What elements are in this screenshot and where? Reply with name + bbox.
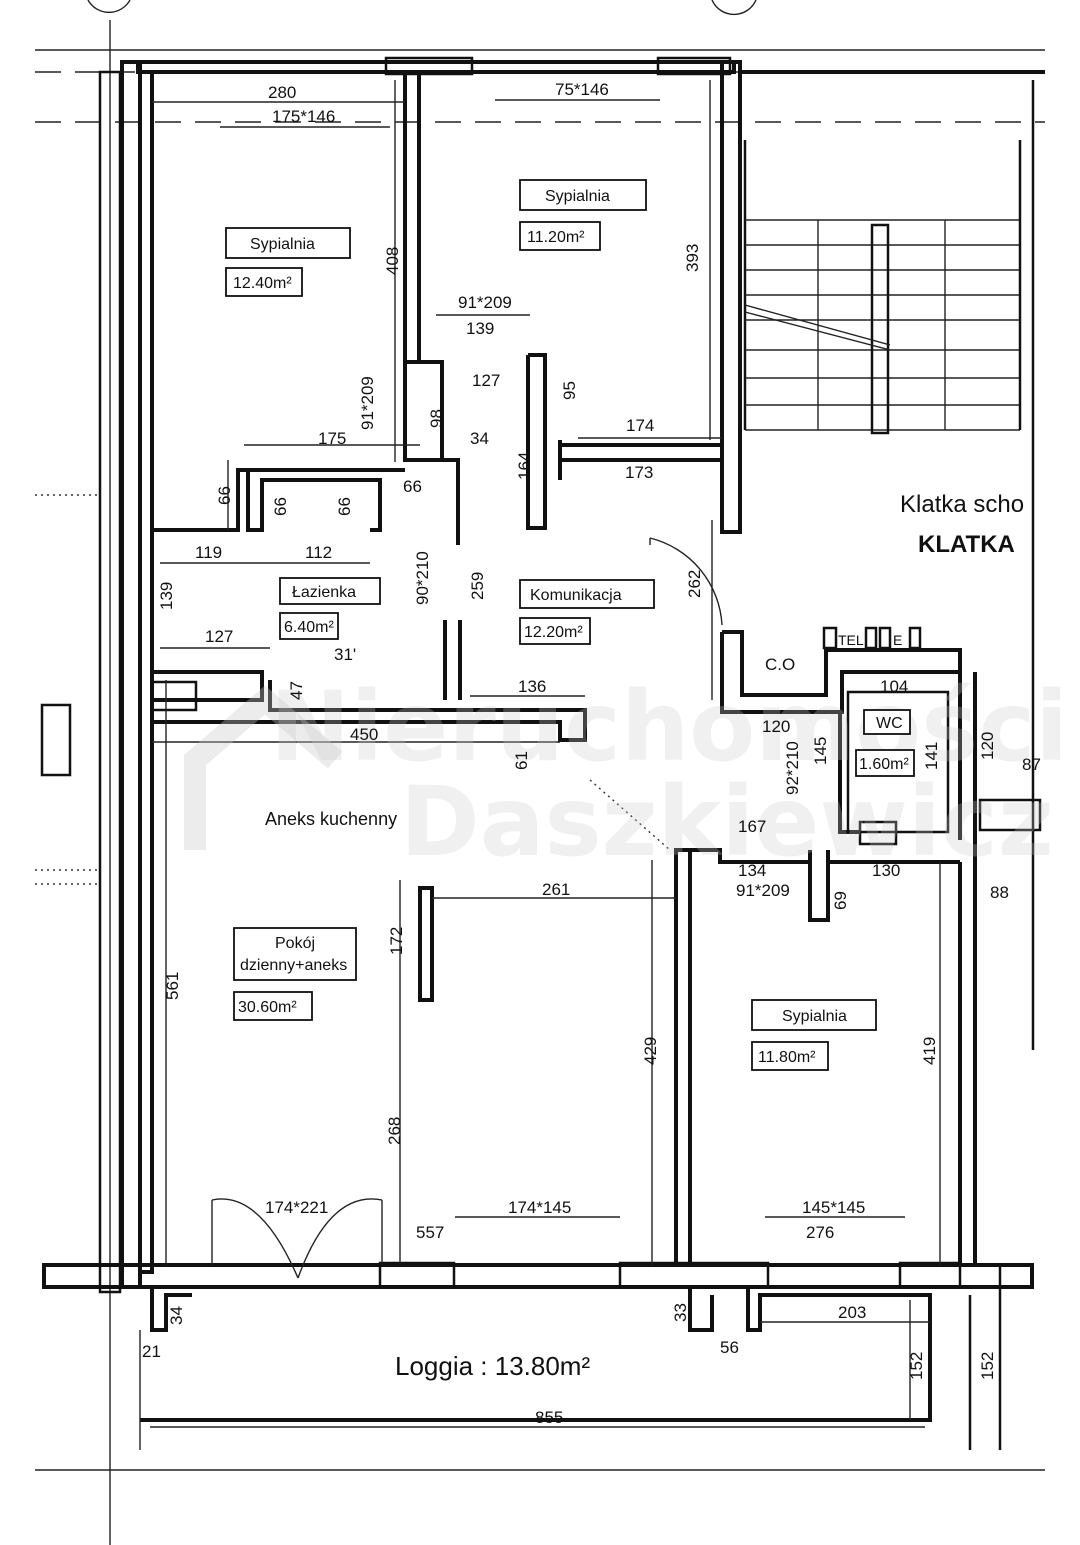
dim-172: 172 (387, 927, 406, 955)
dimension-lines (150, 80, 941, 1428)
staircase-caption: KLATKA (918, 531, 1015, 558)
dim-139-b: 139 (157, 582, 176, 610)
doors (211, 537, 723, 1279)
dim-855: 855 (535, 1408, 563, 1427)
dim-145x145: 145*145 (802, 1198, 865, 1217)
watermark-line2: Daszkiewicz (400, 766, 1054, 878)
dim-262: 262 (685, 570, 704, 598)
dim-112: 112 (305, 543, 332, 562)
dim-61: 61 (512, 751, 531, 770)
dim-268: 268 (385, 1117, 404, 1145)
loggia-label: Loggia : 13.80m² (395, 1351, 590, 1381)
wc-area: 1.60m² (859, 756, 909, 773)
dim-127-b: 127 (205, 627, 233, 646)
dim-127-a: 127 (472, 371, 500, 390)
dim-174x221: 174*221 (265, 1198, 328, 1217)
co-label: C.O (765, 655, 795, 674)
bedroom-3-name: Sypialnia (782, 1008, 847, 1025)
dim-98: 98 (427, 409, 446, 428)
dim-152-b: 152 (978, 1352, 997, 1380)
bathroom-name: Łazienka (292, 584, 356, 601)
dim-69: 69 (831, 891, 850, 910)
dim-104: 104 (880, 677, 908, 696)
living-name-line1: Pokój (275, 935, 315, 952)
wc-name: WC (876, 715, 903, 732)
dim-276: 276 (806, 1223, 834, 1242)
dim-34: 34 (470, 429, 489, 448)
dim-95: 95 (560, 381, 579, 400)
dim-91x209-a: 91*209 (458, 293, 512, 312)
dim-31: 31' (334, 645, 356, 664)
staircase (743, 140, 1022, 435)
dim-174x145: 174*145 (508, 1198, 571, 1217)
dim-75x146: 75*146 (555, 80, 609, 99)
dim-34-b: 34 (167, 1306, 186, 1325)
bedroom-1-area: 12.40m² (233, 275, 292, 292)
corridor-name: Komunikacja (530, 587, 622, 604)
dim-87: 87 (1022, 755, 1041, 774)
dim-152-a: 152 (907, 1352, 926, 1380)
tel-label: TEL (838, 632, 864, 648)
dim-92x210: 92*210 (783, 741, 802, 795)
dim-47: 47 (287, 681, 306, 700)
windows (378, 56, 962, 1289)
dim-88: 88 (990, 883, 1009, 902)
dim-120-a: 120 (762, 717, 790, 736)
fixtures (40, 626, 1042, 846)
dim-66-a: 66 (215, 486, 234, 505)
dim-134: 134 (738, 861, 766, 880)
dim-557: 557 (416, 1223, 444, 1242)
living-area: 30.60m² (238, 999, 297, 1016)
dim-419: 419 (920, 1037, 939, 1065)
dim-167: 167 (738, 817, 766, 836)
dim-450: 450 (350, 725, 378, 744)
dim-261: 261 (542, 880, 570, 899)
dim-561: 561 (163, 972, 182, 1000)
watermark: Nieruchomości Daszkiewicz (184, 671, 1068, 878)
bedroom-1-name: Sypialnia (250, 236, 315, 253)
dimension-labels: 280 175*146 75*146 408 393 91*209 139 12… (142, 80, 1041, 1427)
dim-130: 130 (872, 861, 900, 880)
dim-119: 119 (195, 543, 222, 562)
dim-33: 33 (671, 1303, 690, 1322)
dim-56: 56 (720, 1338, 739, 1357)
room-labels: Sypialnia 12.40m² Sypialnia 11.20m² Łazi… (225, 179, 1024, 1381)
kitchen-name: Aneks kuchenny (265, 809, 397, 829)
dim-136: 136 (518, 677, 546, 696)
dim-429: 429 (641, 1037, 660, 1065)
dim-66-c: 66 (335, 497, 354, 516)
dim-174: 174 (626, 416, 654, 435)
dim-393: 393 (683, 244, 702, 272)
dim-173: 173 (625, 463, 653, 482)
dim-175x146: 175*146 (272, 107, 335, 126)
dim-120-b: 120 (978, 732, 997, 760)
staircase-name: Klatka scho (900, 491, 1024, 518)
dim-280: 280 (268, 83, 296, 102)
dim-66-d: 66 (403, 477, 422, 496)
dim-175: 175 (318, 429, 346, 448)
bedroom-2-name: Sypialnia (545, 188, 610, 205)
dim-408: 408 (383, 247, 402, 275)
dim-259: 259 (468, 572, 487, 600)
watermark-line1: Nieruchomości (270, 671, 1068, 783)
outer-walls (42, 60, 1045, 1294)
dim-91x209-c: 91*209 (736, 881, 790, 900)
dim-145: 145 (811, 737, 830, 765)
dim-66-b: 66 (271, 497, 290, 516)
living-name-line2: dzienny+aneks (240, 957, 347, 974)
dim-90x210: 90*210 (413, 551, 432, 605)
e-label: E (893, 632, 902, 648)
interior-walls (139, 70, 1002, 1450)
dim-164: 164 (515, 452, 534, 480)
dim-91x209-b: 91*209 (358, 376, 377, 430)
dim-139: 139 (466, 319, 494, 338)
dim-203: 203 (838, 1303, 866, 1322)
bedroom-2-area: 11.20m² (527, 229, 585, 246)
bathroom-area: 6.40m² (284, 619, 334, 636)
corridor-area: 12.20m² (524, 624, 583, 641)
dim-21: 21 (142, 1342, 161, 1361)
bedroom-3-area: 11.80m² (758, 1049, 816, 1066)
dim-141: 141 (922, 742, 941, 770)
